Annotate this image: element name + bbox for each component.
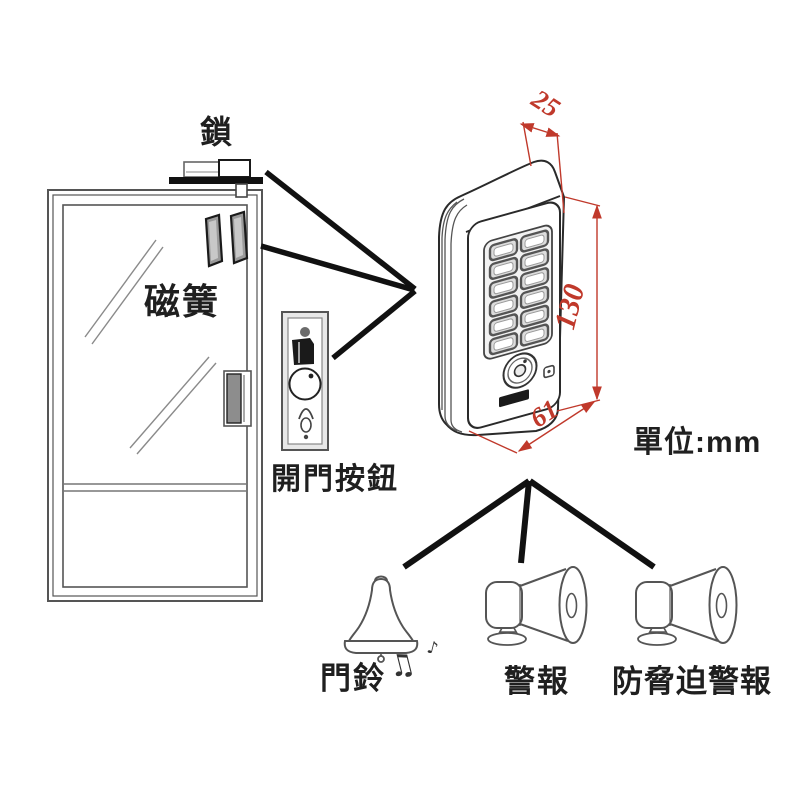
- brand-strip: [499, 389, 529, 408]
- exit-button-panel: [281, 311, 329, 451]
- music-note-small-icon: ♪: [425, 637, 440, 659]
- alarm-label: 警報: [504, 664, 570, 699]
- open-button-label: 開門按鈕: [271, 462, 399, 496]
- extension-line: [564, 196, 601, 207]
- callout-lines-left: [260, 169, 417, 361]
- lock-label: 鎖: [200, 114, 232, 150]
- door-mid-rail: [63, 483, 247, 492]
- dimension-line-width: [517, 401, 596, 452]
- magnetic-reed-label: 磁簧: [144, 281, 220, 322]
- case-side-contour: [441, 201, 458, 410]
- callout-lines-bottom: [402, 478, 656, 570]
- callout-line-lock: [264, 169, 417, 292]
- magnetic-reed-sensors: [204, 210, 249, 268]
- alarm-horn-icon: [485, 566, 588, 646]
- person-icon: [292, 327, 314, 365]
- dimension-depth: 25: [526, 83, 566, 123]
- callout-line-reed: [260, 243, 415, 293]
- led-indicator: [543, 364, 555, 379]
- doorbell-illustration: ♫ ♪: [343, 575, 440, 686]
- keypad-front-face: [467, 201, 561, 429]
- bell-skirt: [343, 640, 419, 654]
- push-button-icon: [288, 367, 322, 401]
- bell-clapper: [377, 655, 385, 663]
- key-cylinder-icon: [502, 352, 538, 389]
- unit-label: 單位:mm: [633, 425, 761, 459]
- glass-reflection-lines: [84, 239, 217, 455]
- exit-icon: [298, 408, 314, 440]
- door-handle: [223, 370, 252, 427]
- duress-alarm-label: 防脅迫警報: [612, 664, 772, 699]
- callout-line-button: [331, 288, 417, 361]
- door-outer-frame: [47, 189, 263, 602]
- bell-body: [347, 577, 415, 642]
- extension-line: [556, 132, 565, 214]
- doorbell-label: 門鈴: [320, 661, 386, 696]
- callout-line-alarm: [518, 480, 532, 564]
- dimension-line-depth: [519, 123, 561, 137]
- door-lock-hardware: [169, 159, 263, 198]
- extension-line: [468, 430, 518, 454]
- door-assembly: 磁簧 鎖: [47, 114, 263, 602]
- case-side-contour: [450, 204, 468, 433]
- extension-line: [522, 121, 532, 167]
- keypad-device: [438, 159, 566, 437]
- case-side-contour: [444, 198, 465, 432]
- door-frame-inner-line: [52, 194, 258, 597]
- callout-line-doorbell: [402, 478, 531, 570]
- duress-alarm-horn-icon: [635, 566, 738, 646]
- callout-line-duress: [528, 478, 656, 570]
- keypad-keys: [488, 229, 550, 356]
